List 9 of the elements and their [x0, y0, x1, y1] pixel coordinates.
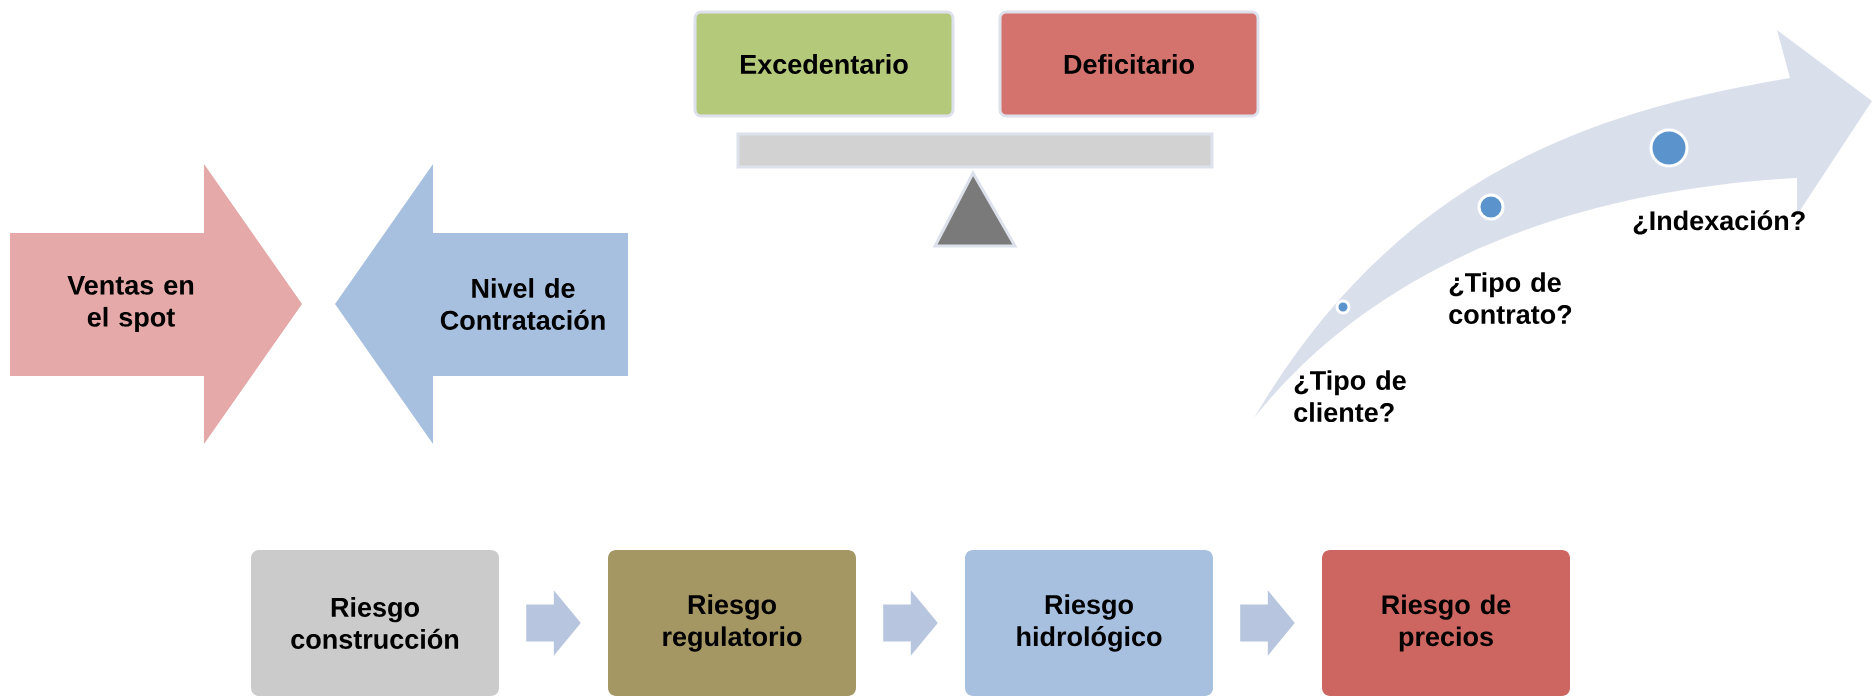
risk-box: Riesgo de precios [1322, 550, 1570, 696]
step-label: ¿Indexación? [1633, 210, 1805, 235]
step-label: ¿Tipo de contrato? [1449, 272, 1572, 325]
risk-box: Riesgo construcción [251, 550, 499, 696]
step-label: ¿Tipo de cliente? [1294, 370, 1406, 423]
label-box: Excedentario [693, 10, 955, 118]
risk-box: Riesgo hidrológico [965, 550, 1213, 696]
label-box: Deficitario [998, 10, 1260, 118]
risk-box: Riesgo regulatorio [608, 550, 856, 696]
